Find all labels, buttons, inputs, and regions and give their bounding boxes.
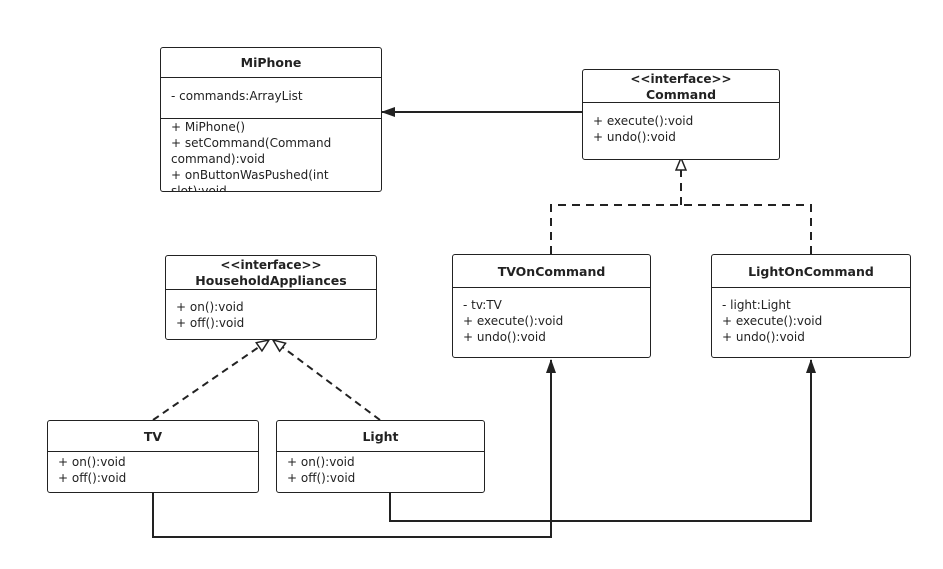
class-light[interactable]: Light + on():void + off():void (276, 420, 485, 493)
class-miphone[interactable]: MiPhone - commands:ArrayList + MiPhone()… (160, 47, 382, 192)
attribute: - commands:ArrayList (171, 89, 303, 103)
method: + on():void (176, 300, 244, 314)
interface-command[interactable]: <<interface>> Command + execute():void +… (582, 69, 780, 160)
class-tvoncommand-title: TVOnCommand (453, 255, 650, 288)
interface-household-methods: + on():void + off():void (166, 290, 376, 331)
realization-tvon-command (550, 204, 812, 254)
class-tv-title: TV (48, 421, 258, 452)
method: + MiPhone() (171, 120, 246, 134)
method: slot):void (171, 184, 227, 192)
class-light-methods: + on():void + off():void (277, 452, 484, 486)
class-miphone-title: MiPhone (161, 48, 381, 78)
interface-command-title: <<interface>> Command (583, 70, 779, 103)
member: + undo():void (722, 330, 805, 344)
interface-household-appliances[interactable]: <<interface>> HouseholdAppliances + on()… (165, 255, 377, 340)
member: - tv:TV (463, 298, 502, 312)
method: + onButtonWasPushed(int (171, 168, 329, 182)
interface-name: Command (645, 87, 717, 102)
class-lightoncommand-members: - light:Light + execute():void + undo():… (712, 288, 910, 345)
method: + execute():void (593, 114, 694, 128)
association-tv-tvon (152, 359, 556, 538)
class-tv[interactable]: TV + on():void + off():void (47, 420, 259, 493)
class-miphone-attributes: - commands:ArrayList (161, 78, 381, 119)
stereotype-label: <<interface>> (630, 72, 732, 86)
class-miphone-methods: + MiPhone() + setCommand(Command command… (161, 119, 381, 192)
class-lightoncommand[interactable]: LightOnCommand - light:Light + execute()… (711, 254, 911, 358)
class-tvoncommand-members: - tv:TV + execute():void + undo():void (453, 288, 650, 345)
interface-name: HouseholdAppliances (195, 273, 347, 288)
method: + off():void (176, 316, 245, 330)
realization-tv-household (152, 340, 269, 421)
class-lightoncommand-title: LightOnCommand (712, 255, 910, 288)
method: + off():void (58, 471, 127, 485)
member: - light:Light (722, 298, 791, 312)
class-tv-methods: + on():void + off():void (48, 452, 258, 486)
method: command):void (171, 152, 266, 166)
class-tvoncommand[interactable]: TVOnCommand - tv:TV + execute():void + u… (452, 254, 651, 358)
method: + undo():void (593, 130, 676, 144)
method: + off():void (287, 471, 356, 485)
method: + setCommand(Command (171, 136, 332, 150)
realization-light-household (273, 340, 381, 421)
member: + execute():void (463, 314, 564, 328)
class-light-title: Light (277, 421, 484, 452)
member: + undo():void (463, 330, 546, 344)
interface-household-title: <<interface>> HouseholdAppliances (166, 256, 376, 290)
stereotype-label: <<interface>> (220, 258, 322, 272)
interface-command-methods: + execute():void + undo():void (583, 103, 779, 145)
method: + on():void (287, 455, 355, 469)
method: + on():void (58, 455, 126, 469)
association-light-lighton (389, 359, 816, 522)
member: + execute():void (722, 314, 823, 328)
